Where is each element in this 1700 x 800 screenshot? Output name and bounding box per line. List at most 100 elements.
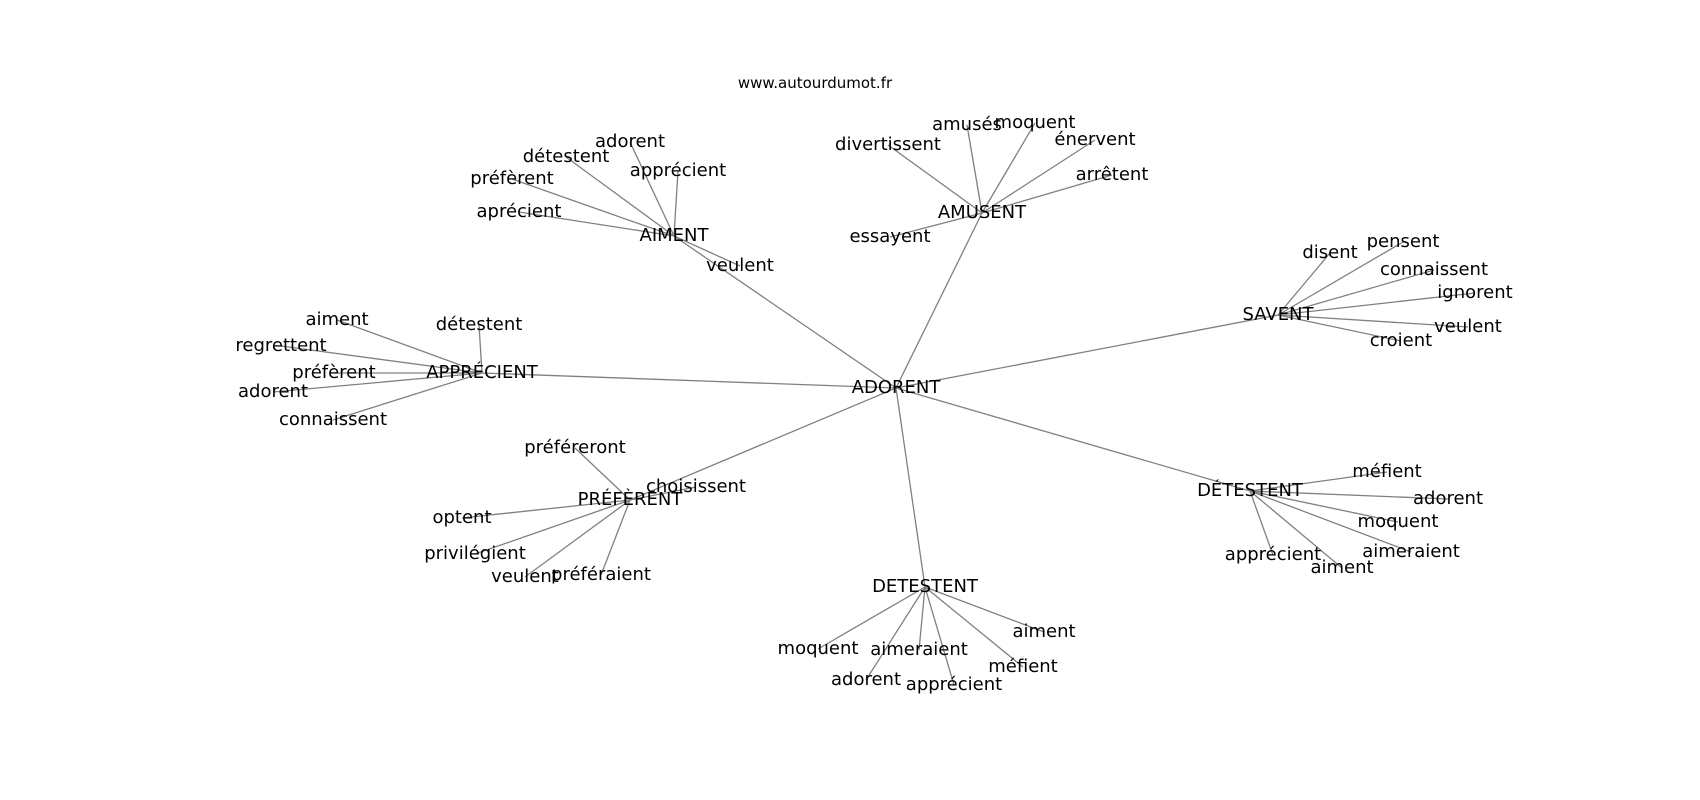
edge-hub-to-leaf xyxy=(918,586,926,651)
leaf-word: arrêtent xyxy=(1076,164,1149,185)
edge-center-to-hub xyxy=(895,314,1279,389)
leaf-word: apprécient xyxy=(906,674,1002,695)
edge-hub-to-leaf xyxy=(1249,490,1449,500)
edge-hub-to-leaf xyxy=(924,586,955,686)
leaf-word: veulent xyxy=(491,566,559,587)
leaf-word: choisissent xyxy=(646,476,746,497)
leaf-word: croient xyxy=(1370,330,1432,351)
leaf-word: veulent xyxy=(706,255,774,276)
edge-hub-to-leaf xyxy=(511,178,675,237)
edge-hub-to-leaf xyxy=(1249,490,1343,569)
leaf-word: préfèrent xyxy=(292,362,375,383)
labels: ADORENTAIMENTadorentdétestentapprécientp… xyxy=(235,112,1512,695)
edge-hub-to-leaf xyxy=(887,144,983,214)
edge-hub-to-leaf xyxy=(981,174,1113,214)
hub-word: APPRÉCIENT xyxy=(426,361,539,383)
edges xyxy=(272,122,1476,686)
leaf-word: détestent xyxy=(523,146,610,167)
edge-hub-to-leaf xyxy=(565,156,675,237)
leaf-word: apprécient xyxy=(1225,544,1321,565)
edge-hub-to-leaf xyxy=(889,212,983,238)
leaf-word: préféraient xyxy=(551,564,651,585)
edge-center-to-hub xyxy=(629,387,897,501)
hub-word: PRÉFÈRENT xyxy=(578,488,684,510)
edge-hub-to-leaf xyxy=(1277,292,1476,316)
leaf-word: aprécient xyxy=(477,201,562,222)
leaf-word: énervent xyxy=(1054,129,1135,150)
edge-hub-to-leaf xyxy=(1277,269,1435,316)
leaf-word: préféreront xyxy=(524,437,625,458)
leaf-word: veulent xyxy=(1434,316,1502,337)
leaf-word: aiment xyxy=(1012,621,1075,642)
hub-word: DÉTESTENT xyxy=(1197,479,1304,501)
edge-hub-to-leaf xyxy=(272,372,483,393)
edge-hub-to-leaf xyxy=(524,499,631,578)
edge-hub-to-leaf xyxy=(629,141,675,237)
edge-hub-to-leaf xyxy=(478,324,483,374)
hub-word: AIMENT xyxy=(640,225,710,246)
edge-hub-to-leaf xyxy=(865,586,926,681)
leaf-word: moquent xyxy=(995,112,1076,133)
edge-hub-to-leaf xyxy=(280,345,483,374)
edge-hub-to-leaf xyxy=(1249,471,1388,492)
edge-hub-to-leaf xyxy=(924,586,1024,668)
edge-hub-to-leaf xyxy=(600,499,631,576)
leaf-word: détestent xyxy=(436,314,523,335)
leaf-word: disent xyxy=(1302,242,1357,263)
leaf-word: méfient xyxy=(988,656,1058,677)
edge-hub-to-leaf xyxy=(574,447,631,501)
leaf-word: pensent xyxy=(1367,231,1440,252)
edge-hub-to-leaf xyxy=(332,372,483,421)
hub-word: DETESTENT xyxy=(872,576,979,597)
edge-hub-to-leaf xyxy=(981,122,1036,214)
leaf-word: adorent xyxy=(595,131,665,152)
edge-hub-to-leaf xyxy=(673,170,679,237)
leaf-word: moquent xyxy=(778,638,859,659)
edge-center-to-hub xyxy=(481,372,897,389)
leaf-word: adorent xyxy=(1413,488,1483,509)
edge-hub-to-leaf xyxy=(474,499,631,555)
leaf-word: aimeraient xyxy=(1362,541,1460,562)
leaf-word: essayent xyxy=(849,226,930,247)
edge-hub-to-leaf xyxy=(1249,490,1399,523)
leaf-word: aiment xyxy=(305,309,368,330)
edge-hub-to-leaf xyxy=(336,319,483,374)
leaf-word: aimeraient xyxy=(870,639,968,660)
leaf-word: divertissent xyxy=(835,134,941,155)
leaf-word: aiment xyxy=(1310,557,1373,578)
leaf-word: adorent xyxy=(831,669,901,690)
edge-hub-to-leaf xyxy=(1249,490,1274,556)
hub-word: AMUSENT xyxy=(938,202,1027,223)
edge-hub-to-leaf xyxy=(981,139,1096,214)
leaf-word: adorent xyxy=(238,381,308,402)
edge-center-to-hub xyxy=(673,235,897,389)
leaf-word: méfient xyxy=(1352,461,1422,482)
edge-hub-to-leaf xyxy=(924,586,1045,633)
leaf-word: préfèrent xyxy=(470,168,553,189)
edge-center-to-hub xyxy=(895,387,926,588)
edge-hub-to-leaf xyxy=(1277,252,1331,316)
site-url: www.autourdumot.fr xyxy=(738,74,893,92)
edge-hub-to-leaf xyxy=(518,211,675,237)
leaf-word: apprécient xyxy=(630,160,726,181)
edge-hub-to-leaf xyxy=(461,499,631,519)
leaf-word: privilégient xyxy=(424,543,526,564)
edge-hub-to-leaf xyxy=(1277,314,1469,328)
edge-hub-to-leaf xyxy=(817,586,926,650)
edge-hub-to-leaf xyxy=(1277,314,1402,342)
leaf-word: optent xyxy=(432,507,491,528)
leaf-word: connaissent xyxy=(1380,259,1488,280)
edge-center-to-hub xyxy=(895,212,983,389)
leaf-word: amusés xyxy=(932,114,1002,135)
edge-hub-to-leaf xyxy=(1277,241,1404,316)
leaf-word: ignorent xyxy=(1437,282,1512,303)
leaf-word: connaissent xyxy=(279,409,387,430)
edge-hub-to-leaf xyxy=(1249,490,1412,553)
center-word: ADORENT xyxy=(852,377,942,398)
edge-hub-to-leaf xyxy=(673,235,741,267)
leaf-word: regrettent xyxy=(235,335,326,356)
edge-hub-to-leaf xyxy=(966,124,983,214)
hub-word: SAVENT xyxy=(1242,304,1314,325)
edge-center-to-hub xyxy=(895,387,1251,492)
